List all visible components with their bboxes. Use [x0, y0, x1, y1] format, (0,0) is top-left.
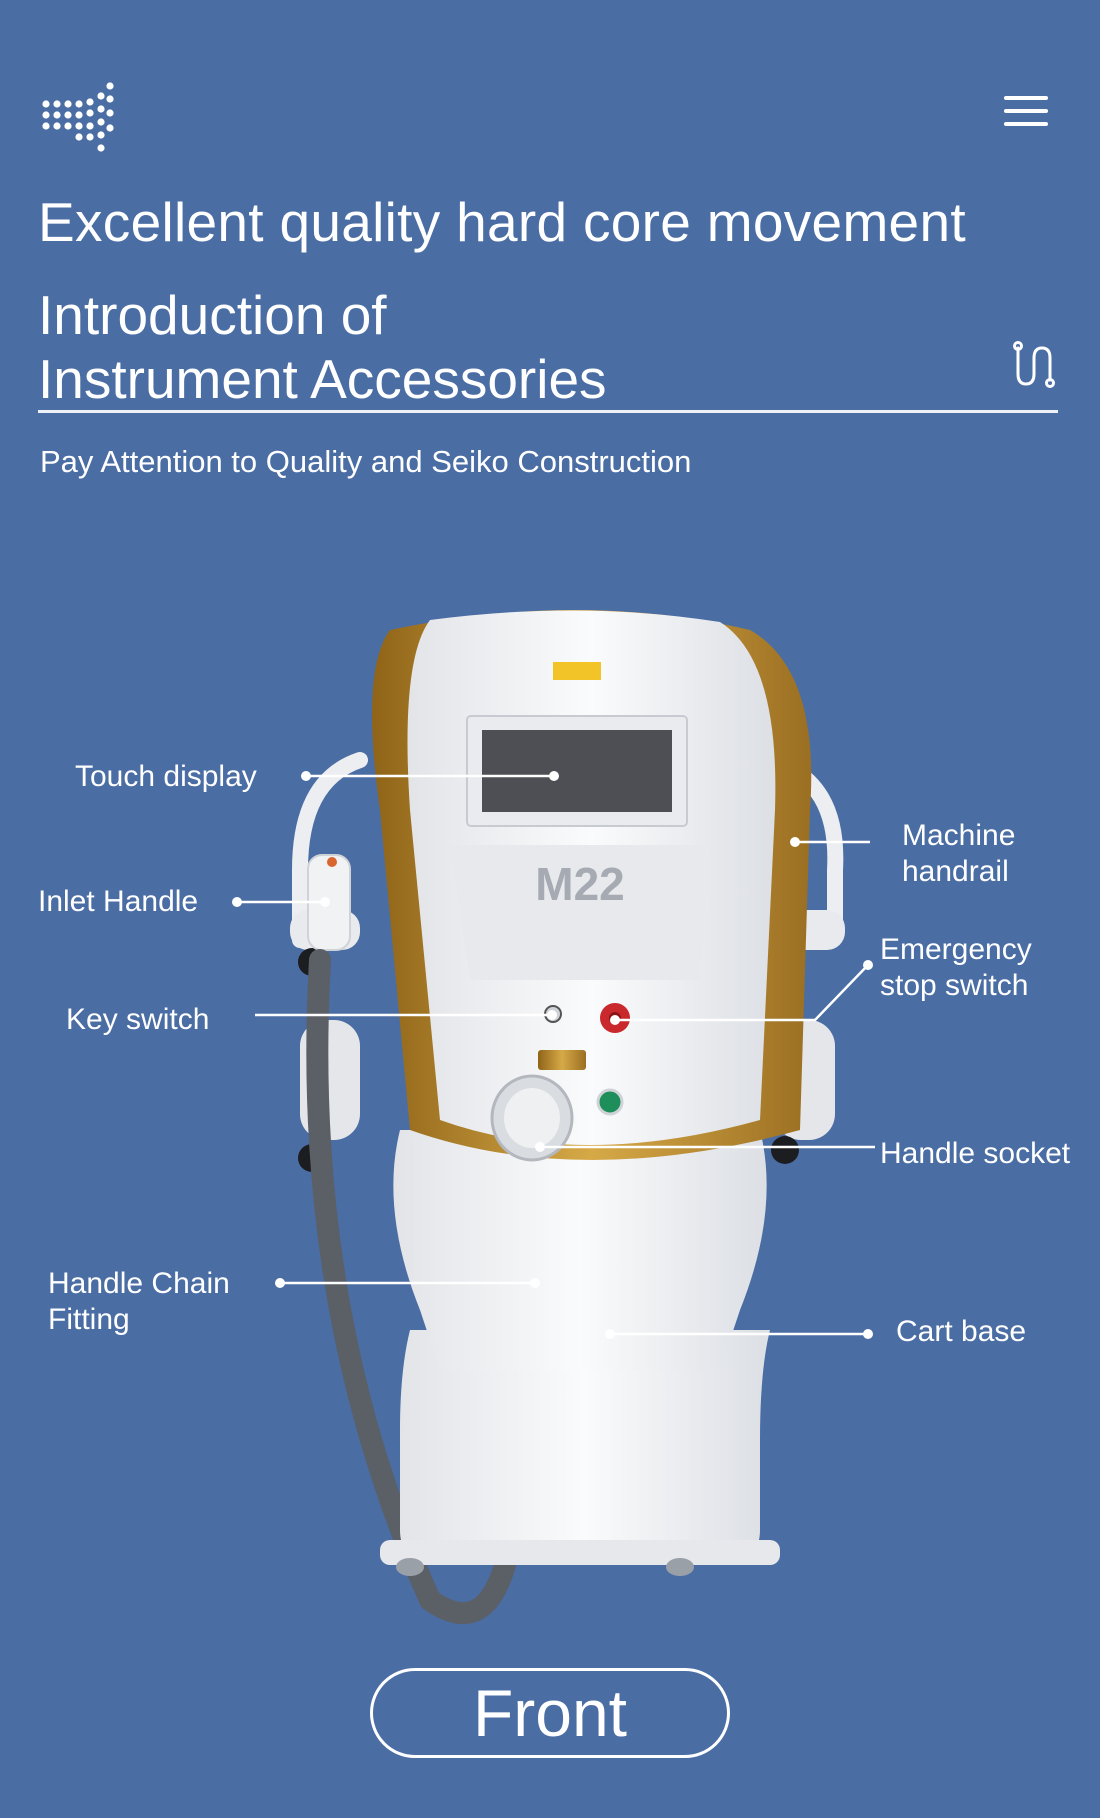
subtitle: Pay Attention to Quality and Seiko Const… [40, 444, 692, 479]
callout-cart-base: Cart base [896, 1315, 1027, 1348]
callout-machine-handrail-line1: Machine [902, 819, 1016, 852]
dot-grid-logo-icon[interactable] [40, 82, 120, 162]
page-title: Excellent quality hard core movement [38, 191, 966, 253]
section-heading-line2: Instrument Accessories [38, 348, 607, 410]
callout-handle-socket: Handle socket [880, 1137, 1071, 1170]
callout-handle-chain-fitting: Handle Chain Fitting [48, 1266, 230, 1338]
model-label: M22 [535, 858, 624, 910]
callout-handle-chain-line1: Handle Chain [48, 1267, 230, 1300]
callout-machine-handrail: Machine handrail [902, 818, 1015, 890]
swirl-decoration-icon [1013, 341, 1055, 388]
front-view-button[interactable]: Front [370, 1668, 730, 1758]
callout-key-switch: Key switch [66, 1003, 210, 1036]
hamburger-menu-icon[interactable] [1004, 96, 1048, 130]
heading-divider [38, 410, 1058, 413]
callout-emergency-line2: stop switch [880, 969, 1029, 1002]
callout-handle-chain-line2: Fitting [48, 1303, 130, 1336]
callout-emergency-line1: Emergency [880, 933, 1032, 966]
callout-inlet-handle: Inlet Handle [38, 885, 199, 918]
callout-touch-display: Touch display [75, 760, 257, 793]
section-heading-line1: Introduction of [38, 284, 387, 346]
callout-machine-handrail-line2: handrail [902, 855, 1009, 888]
section-heading: Introduction of Instrument Accessories [38, 283, 607, 411]
callout-emergency-stop: Emergency stop switch [880, 932, 1032, 1004]
device-illustration: M22 [290, 610, 845, 1625]
